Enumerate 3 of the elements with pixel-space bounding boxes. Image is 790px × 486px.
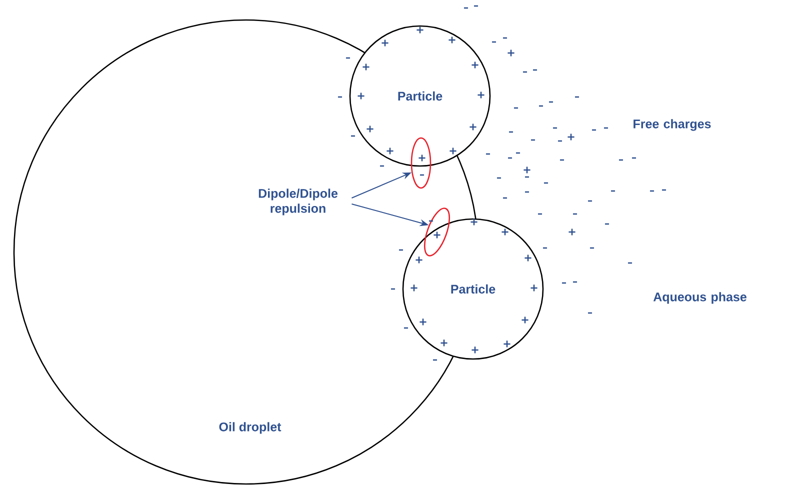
region-label: Free charges xyxy=(634,119,711,131)
region-label: Aqueous phase xyxy=(653,292,746,304)
annotation-text: Dipole/Dipole repulsion xyxy=(258,188,338,216)
